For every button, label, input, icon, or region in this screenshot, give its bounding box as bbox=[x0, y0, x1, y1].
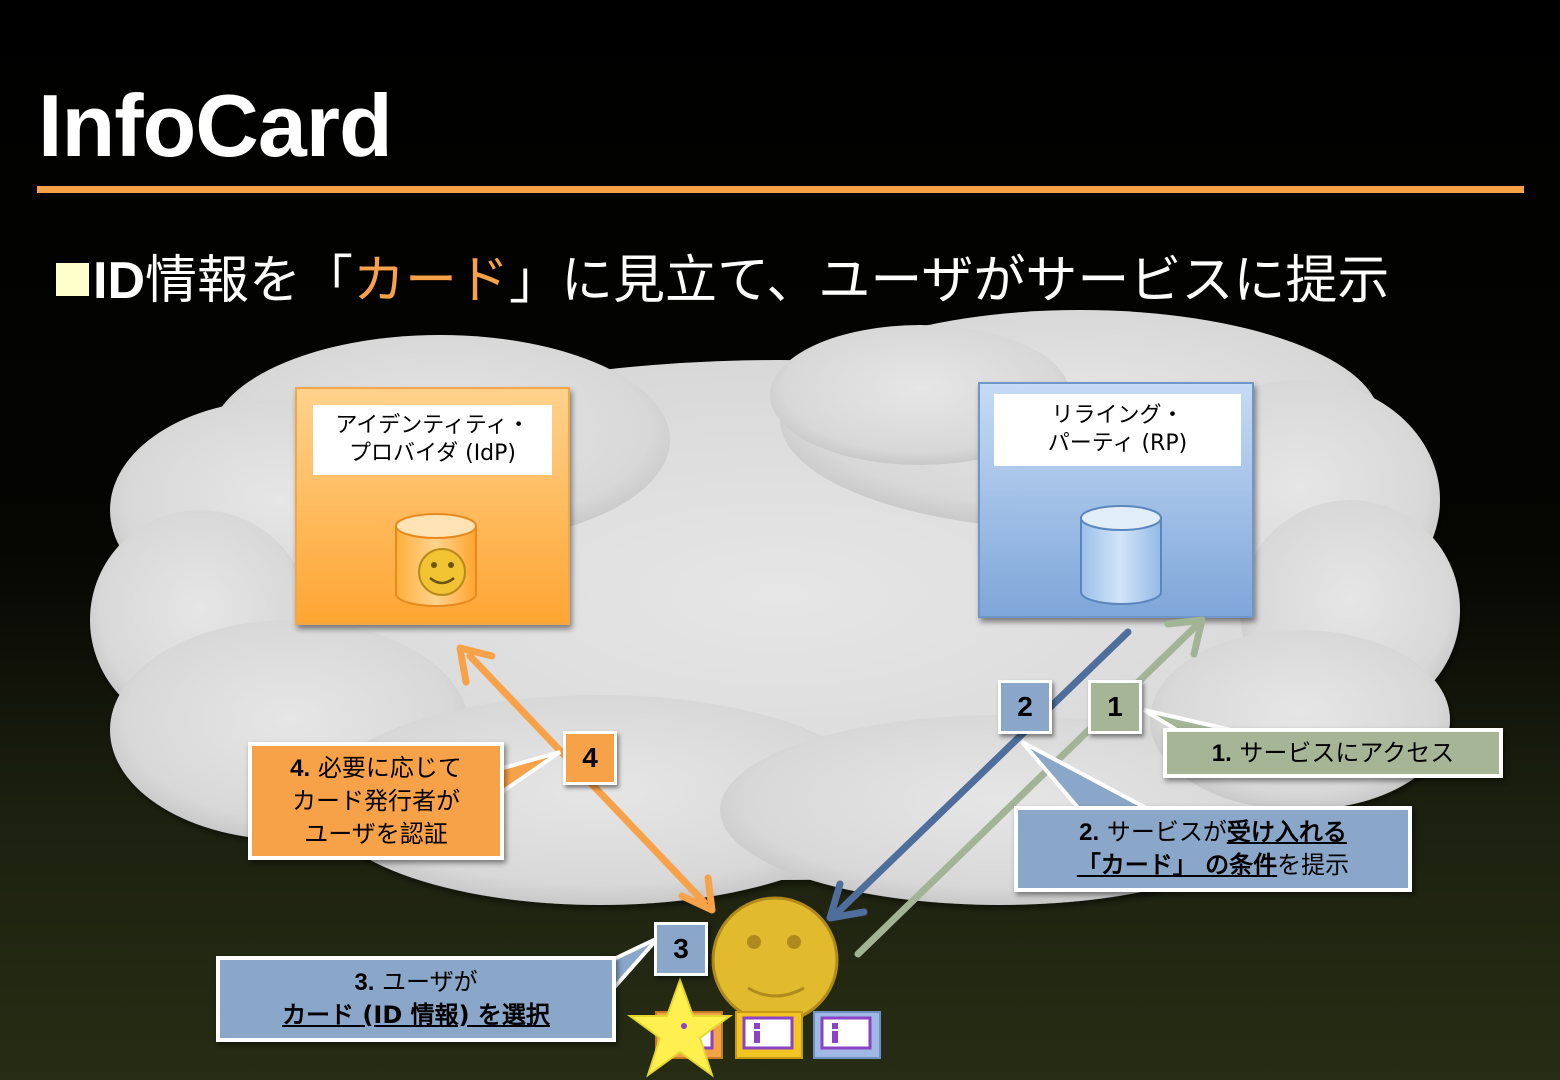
database-smiley-icon bbox=[395, 513, 477, 607]
database-icon bbox=[1080, 505, 1162, 605]
bullet-square-icon bbox=[56, 263, 89, 296]
star-dot bbox=[681, 1023, 687, 1029]
idp-label-line2: プロバイダ (IdP) bbox=[349, 441, 516, 466]
bullet-part2: 」に見立て、ユーザがサービスに提示 bbox=[509, 251, 1390, 311]
callout-4-line1: 必要に応じて bbox=[310, 753, 462, 782]
title-divider bbox=[37, 186, 1524, 193]
idp-label-line1: アイデンティティ・ bbox=[335, 413, 530, 438]
callout-1-text: サービスにアクセス bbox=[1231, 738, 1455, 767]
callout-4-num: 4. bbox=[290, 754, 311, 782]
star-icon bbox=[626, 977, 734, 1078]
bullet-text: ID情報を「カード」に見立て、ユーザがサービスに提示 bbox=[56, 250, 1389, 312]
callout-2-text-b: を提示 bbox=[1277, 851, 1350, 879]
rp-label-line1: リライング・ bbox=[1051, 403, 1184, 428]
callout-4-line3: ユーザを認証 bbox=[304, 819, 448, 848]
callout-step-1: 1. サービスにアクセス bbox=[1163, 728, 1503, 778]
callout-2-num: 2. bbox=[1079, 819, 1100, 846]
info-card-icon bbox=[735, 1011, 803, 1059]
callout-3-pointer bbox=[610, 936, 660, 996]
info-card-icon bbox=[813, 1011, 881, 1059]
rp-label: リライング・ パーティ (RP) bbox=[994, 394, 1241, 466]
badge-step-3: 3 bbox=[654, 922, 708, 976]
bullet-id: ID bbox=[93, 252, 145, 310]
callout-step-2: 2. サービスが受け入れる 「カード」 の条件を提示 bbox=[1014, 806, 1412, 892]
callout-4-line2: カード発行者が bbox=[292, 786, 460, 815]
arrow-present-conditions bbox=[826, 628, 1132, 922]
callout-3-text: ユーザが bbox=[374, 968, 478, 996]
rp-label-line2: パーティ (RP) bbox=[1047, 431, 1188, 456]
bullet-part1: 情報を「 bbox=[145, 251, 354, 311]
badge-step-4: 4 bbox=[563, 731, 617, 785]
callout-1-num: 1. bbox=[1211, 739, 1232, 767]
bullet-highlight: カード bbox=[353, 251, 510, 311]
badge-step-1: 1 bbox=[1088, 680, 1142, 734]
callout-3-underline: カード (ID 情報) を選択 bbox=[282, 1001, 550, 1029]
callout-step-4: 4. 必要に応じて カード発行者が ユーザを認証 bbox=[248, 742, 504, 860]
callout-step-3: 3. ユーザが カード (ID 情報) を選択 bbox=[216, 956, 616, 1042]
callout-2-underline-2: 「カード」 の条件 bbox=[1076, 851, 1278, 879]
callout-2-text-a: サービスが bbox=[1099, 818, 1227, 846]
callout-3-num: 3. bbox=[354, 969, 375, 996]
callout-2-underline-1: 受け入れる bbox=[1226, 818, 1347, 846]
idp-label: アイデンティティ・ プロバイダ (IdP) bbox=[313, 405, 552, 475]
slide-title: InfoCard bbox=[38, 76, 393, 175]
badge-step-2: 2 bbox=[998, 680, 1052, 734]
user-smiley-icon bbox=[711, 896, 839, 1024]
